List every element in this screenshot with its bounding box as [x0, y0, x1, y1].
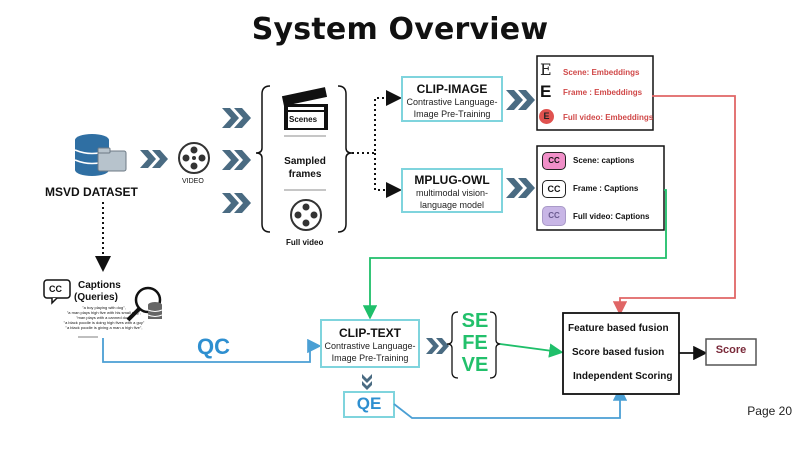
- embeddings-to-fusion-arrow: [612, 95, 736, 316]
- qe-to-fusion-arrow: [393, 386, 628, 419]
- caption-samples: "a boy playing with dog", "a man plays h…: [60, 305, 148, 330]
- page-number: Page 20: [747, 404, 792, 418]
- qe-box: [343, 391, 395, 418]
- caption-sample: "a man plays high five with his small do…: [66, 310, 142, 315]
- se-fe-ve-stack: SE FE VE: [459, 310, 491, 376]
- chevron-arrows-icon: [140, 150, 168, 168]
- frame-captions-label: Frame : Captions: [573, 184, 639, 193]
- score-label: Score: [715, 344, 747, 356]
- captions-to-cliptext-arrow: [362, 189, 667, 320]
- captions-icon: CC: [542, 206, 566, 226]
- qe-label: QE: [356, 394, 382, 413]
- score-box: [705, 338, 757, 366]
- se-label: SE: [461, 310, 489, 332]
- chevron-arrows-icon: [506, 90, 535, 198]
- right-brace: [489, 311, 502, 379]
- clip-image-subtitle-2: Image Pre-Training: [413, 109, 491, 119]
- caption-sample: "man plays with a canned dog",: [76, 315, 132, 320]
- sampled-frames-label: Sampled frames: [284, 156, 326, 180]
- fe-label: FE: [462, 332, 488, 354]
- clip-image-box: CLIP-IMAGE Contrastive Language- Image P…: [401, 76, 503, 122]
- clapperboard-icon: [281, 87, 328, 130]
- clip-text-subtitle-2: Image Pre-Training: [331, 353, 409, 363]
- left-brace: [446, 311, 459, 379]
- captions-icon: [43, 279, 71, 305]
- caption-sample: "a boy playing with dog",: [82, 305, 126, 310]
- captions-icon: CC: [542, 152, 566, 170]
- mplug-owl-box: MPLUG-OWL multimodal vision- language mo…: [401, 168, 503, 213]
- chevron-down-icon: [362, 374, 372, 390]
- feature-fusion-label: Feature based fusion: [568, 323, 669, 334]
- caption-sample: "a black poodle is giving a man a high f…: [65, 325, 143, 330]
- clip-image-title: CLIP-IMAGE: [416, 82, 488, 96]
- left-brace: [255, 85, 271, 233]
- score-fusion-label: Score based fusion: [572, 347, 665, 358]
- independent-scoring-label: Independent Scoring: [573, 371, 673, 382]
- scene-embeddings-label: Scene: Embeddings: [563, 68, 640, 77]
- full-video-captions-label: Full video: Captions: [573, 212, 650, 221]
- database-icon: [74, 134, 127, 176]
- mplug-owl-subtitle-1: multimodal vision-: [415, 188, 489, 198]
- clip-image-subtitle-1: Contrastive Language-: [406, 97, 498, 107]
- embedding-icon: E: [539, 109, 554, 124]
- chevron-arrows-icon: [222, 108, 251, 213]
- clip-text-subtitle-1: Contrastive Language-: [324, 341, 416, 351]
- mplug-owl-title: MPLUG-OWL: [414, 173, 490, 187]
- caption-sample: "a black poodle is doing high fives with…: [63, 320, 145, 325]
- captions-label: Captions: [78, 280, 121, 291]
- embeddings-box: [536, 55, 654, 131]
- clip-text-title: CLIP-TEXT: [339, 326, 401, 340]
- captions-icon: CC: [542, 180, 566, 198]
- dataset-label: MSVD DATASET: [45, 185, 138, 199]
- film-reel-icon: [290, 199, 322, 231]
- qc-arrow: [102, 338, 322, 363]
- qc-label: QC: [197, 334, 230, 359]
- page-title: System Overview: [251, 12, 549, 47]
- embedding-icon: E: [540, 60, 552, 79]
- scene-captions-label: Scene: captions: [573, 156, 635, 165]
- search-database-icon: [126, 286, 163, 322]
- queries-label: (Queries): [74, 292, 118, 303]
- embedding-icon: E: [540, 82, 552, 101]
- dotted-arrow-to-clip-image: [352, 90, 402, 154]
- mplug-owl-subtitle-2: language model: [419, 200, 485, 210]
- chevron-arrows-icon: [426, 338, 449, 354]
- sefeve-to-fusion-arrow: [499, 343, 564, 358]
- right-brace: [337, 85, 353, 233]
- captions-icon: CC: [49, 284, 62, 294]
- full-video-embeddings-label: Full video: Embeddings: [563, 113, 654, 122]
- ve-label: VE: [461, 354, 489, 376]
- clip-text-box: CLIP-TEXT Contrastive Language- Image Pr…: [320, 319, 420, 368]
- dotted-arrow-to-mplug: [374, 153, 402, 198]
- video-label: VIDEO: [182, 178, 204, 185]
- scenes-label: Scenes: [289, 115, 318, 124]
- full-video-label: Full video: [286, 238, 324, 247]
- film-reel-icon: [178, 142, 210, 174]
- frame-embeddings-label: Frame : Embeddings: [563, 88, 643, 97]
